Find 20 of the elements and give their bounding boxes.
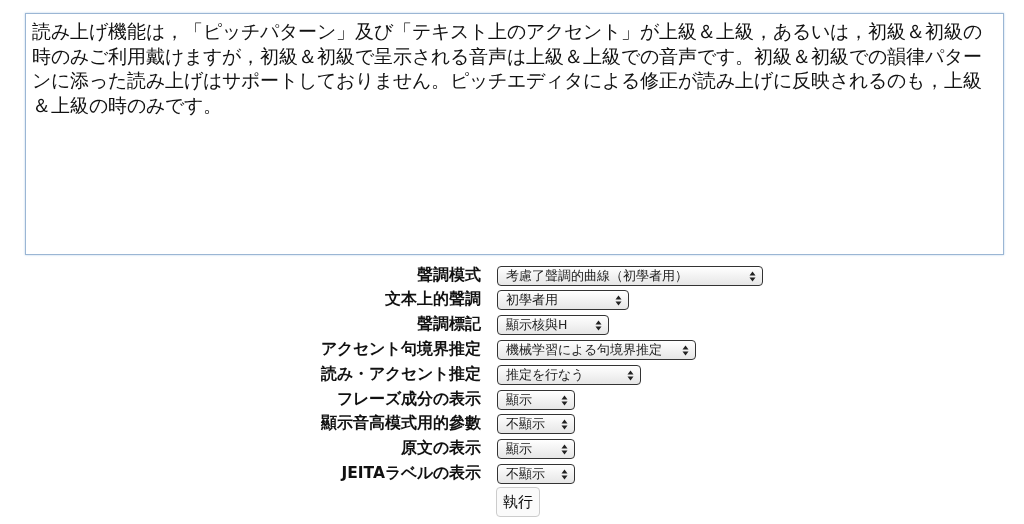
field-label: 聲調模式 [417,265,481,285]
dropdown-select: 不顯示 [497,464,575,484]
dropdown-select: 機械学習による句境界推定 [497,340,696,360]
submit-button: 執行 [496,487,540,517]
field-label: 顯示音高模式用的參數 [321,413,481,433]
field-label: フレーズ成分の表示 [337,389,481,409]
dropdown-select: 不顯示 [497,414,575,434]
field-label: アクセント句境界推定 [321,339,481,359]
dropdown-select: 推定を行なう [497,365,641,385]
dropdown-select: 考慮了聲調的曲線（初學者用） [497,266,763,286]
dropdown-select: 顯示核與H [497,315,609,335]
field-label: 聲調標記 [417,314,481,334]
dropdown-select: 顯示 [497,390,575,410]
dropdown-select: 顯示 [497,439,575,459]
dropdown-select: 初學者用 [497,290,629,310]
field-label: 文本上的聲調 [385,289,481,309]
field-label: 読み・アクセント推定 [321,364,481,384]
field-label: 原文の表示 [401,438,481,458]
field-label: JEITAラベルの表示 [341,463,481,483]
text-area: 読み上げ機能は，「ピッチパターン」及び「テキスト上のアクセント」が上級＆上級，あるいは，初級＆初級の時のみご利用戴けますが，初級＆初級で呈示される音声は上級＆上級での音声です。初級＆初級での韻律パターンに添った読み上げはサポートしておりません。ピッチエディタによる修正が読み上げに反映されるのも，上級＆上級の時のみです。 [25,13,1004,255]
